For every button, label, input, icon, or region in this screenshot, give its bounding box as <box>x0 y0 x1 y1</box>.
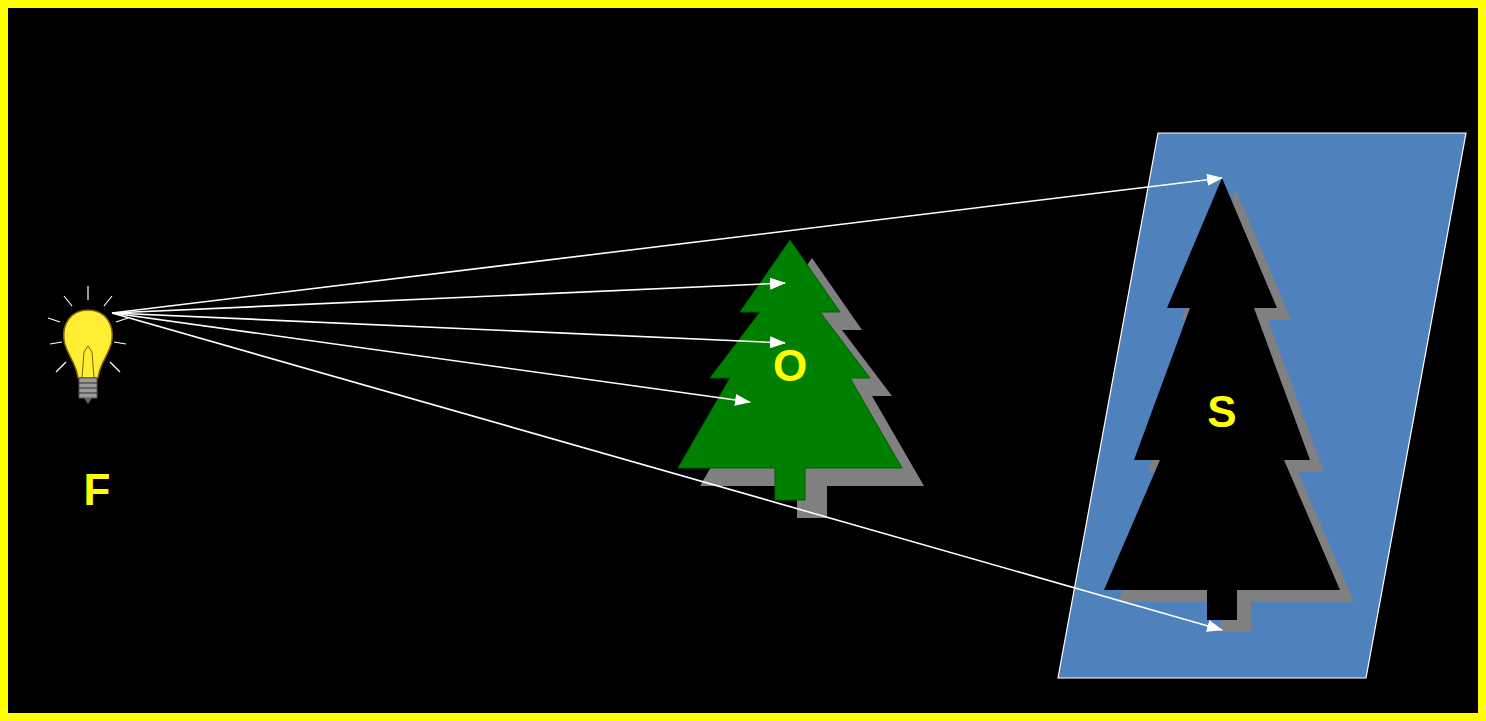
tree-object-outline <box>660 225 960 530</box>
tree-object: O <box>660 225 960 530</box>
bulb-thread <box>79 383 97 393</box>
light-ray <box>112 178 1222 313</box>
green-tree <box>678 240 902 500</box>
light-ray <box>112 313 785 343</box>
tree-shadow-on-screen <box>1104 178 1340 620</box>
node-letter: O <box>769 342 811 390</box>
projection-screen: S <box>1048 122 1478 688</box>
light-ray <box>112 313 750 402</box>
light-ray <box>112 283 785 313</box>
bulb-glass <box>64 310 113 378</box>
screen-panel <box>1058 133 1466 678</box>
light-ray <box>112 313 1222 630</box>
node-letter: S <box>1203 388 1240 436</box>
bulb-tip <box>84 398 92 404</box>
bulb-filament <box>82 346 94 378</box>
projection-screen-outline <box>1048 122 1478 688</box>
bulb-base <box>79 378 97 398</box>
source-label: F <box>80 466 115 514</box>
